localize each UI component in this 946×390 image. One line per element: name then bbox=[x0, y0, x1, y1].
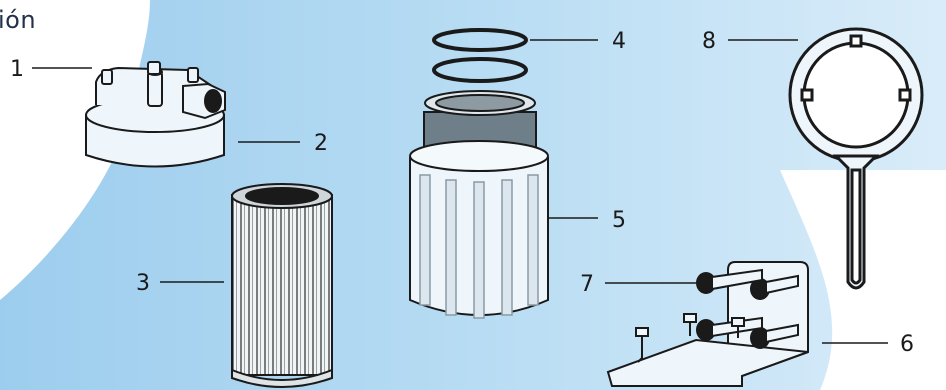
housing-sump bbox=[410, 91, 548, 318]
callout-6: 6 bbox=[900, 332, 914, 357]
callout-4: 4 bbox=[612, 29, 626, 54]
callout-7: 7 bbox=[580, 272, 594, 297]
callout-3: 3 bbox=[136, 271, 150, 296]
callout-5: 5 bbox=[612, 208, 626, 233]
pleated-cartridge bbox=[232, 184, 332, 387]
callout-1: 1 bbox=[10, 57, 24, 82]
callout-8: 8 bbox=[702, 29, 716, 54]
callout-2: 2 bbox=[314, 131, 328, 156]
